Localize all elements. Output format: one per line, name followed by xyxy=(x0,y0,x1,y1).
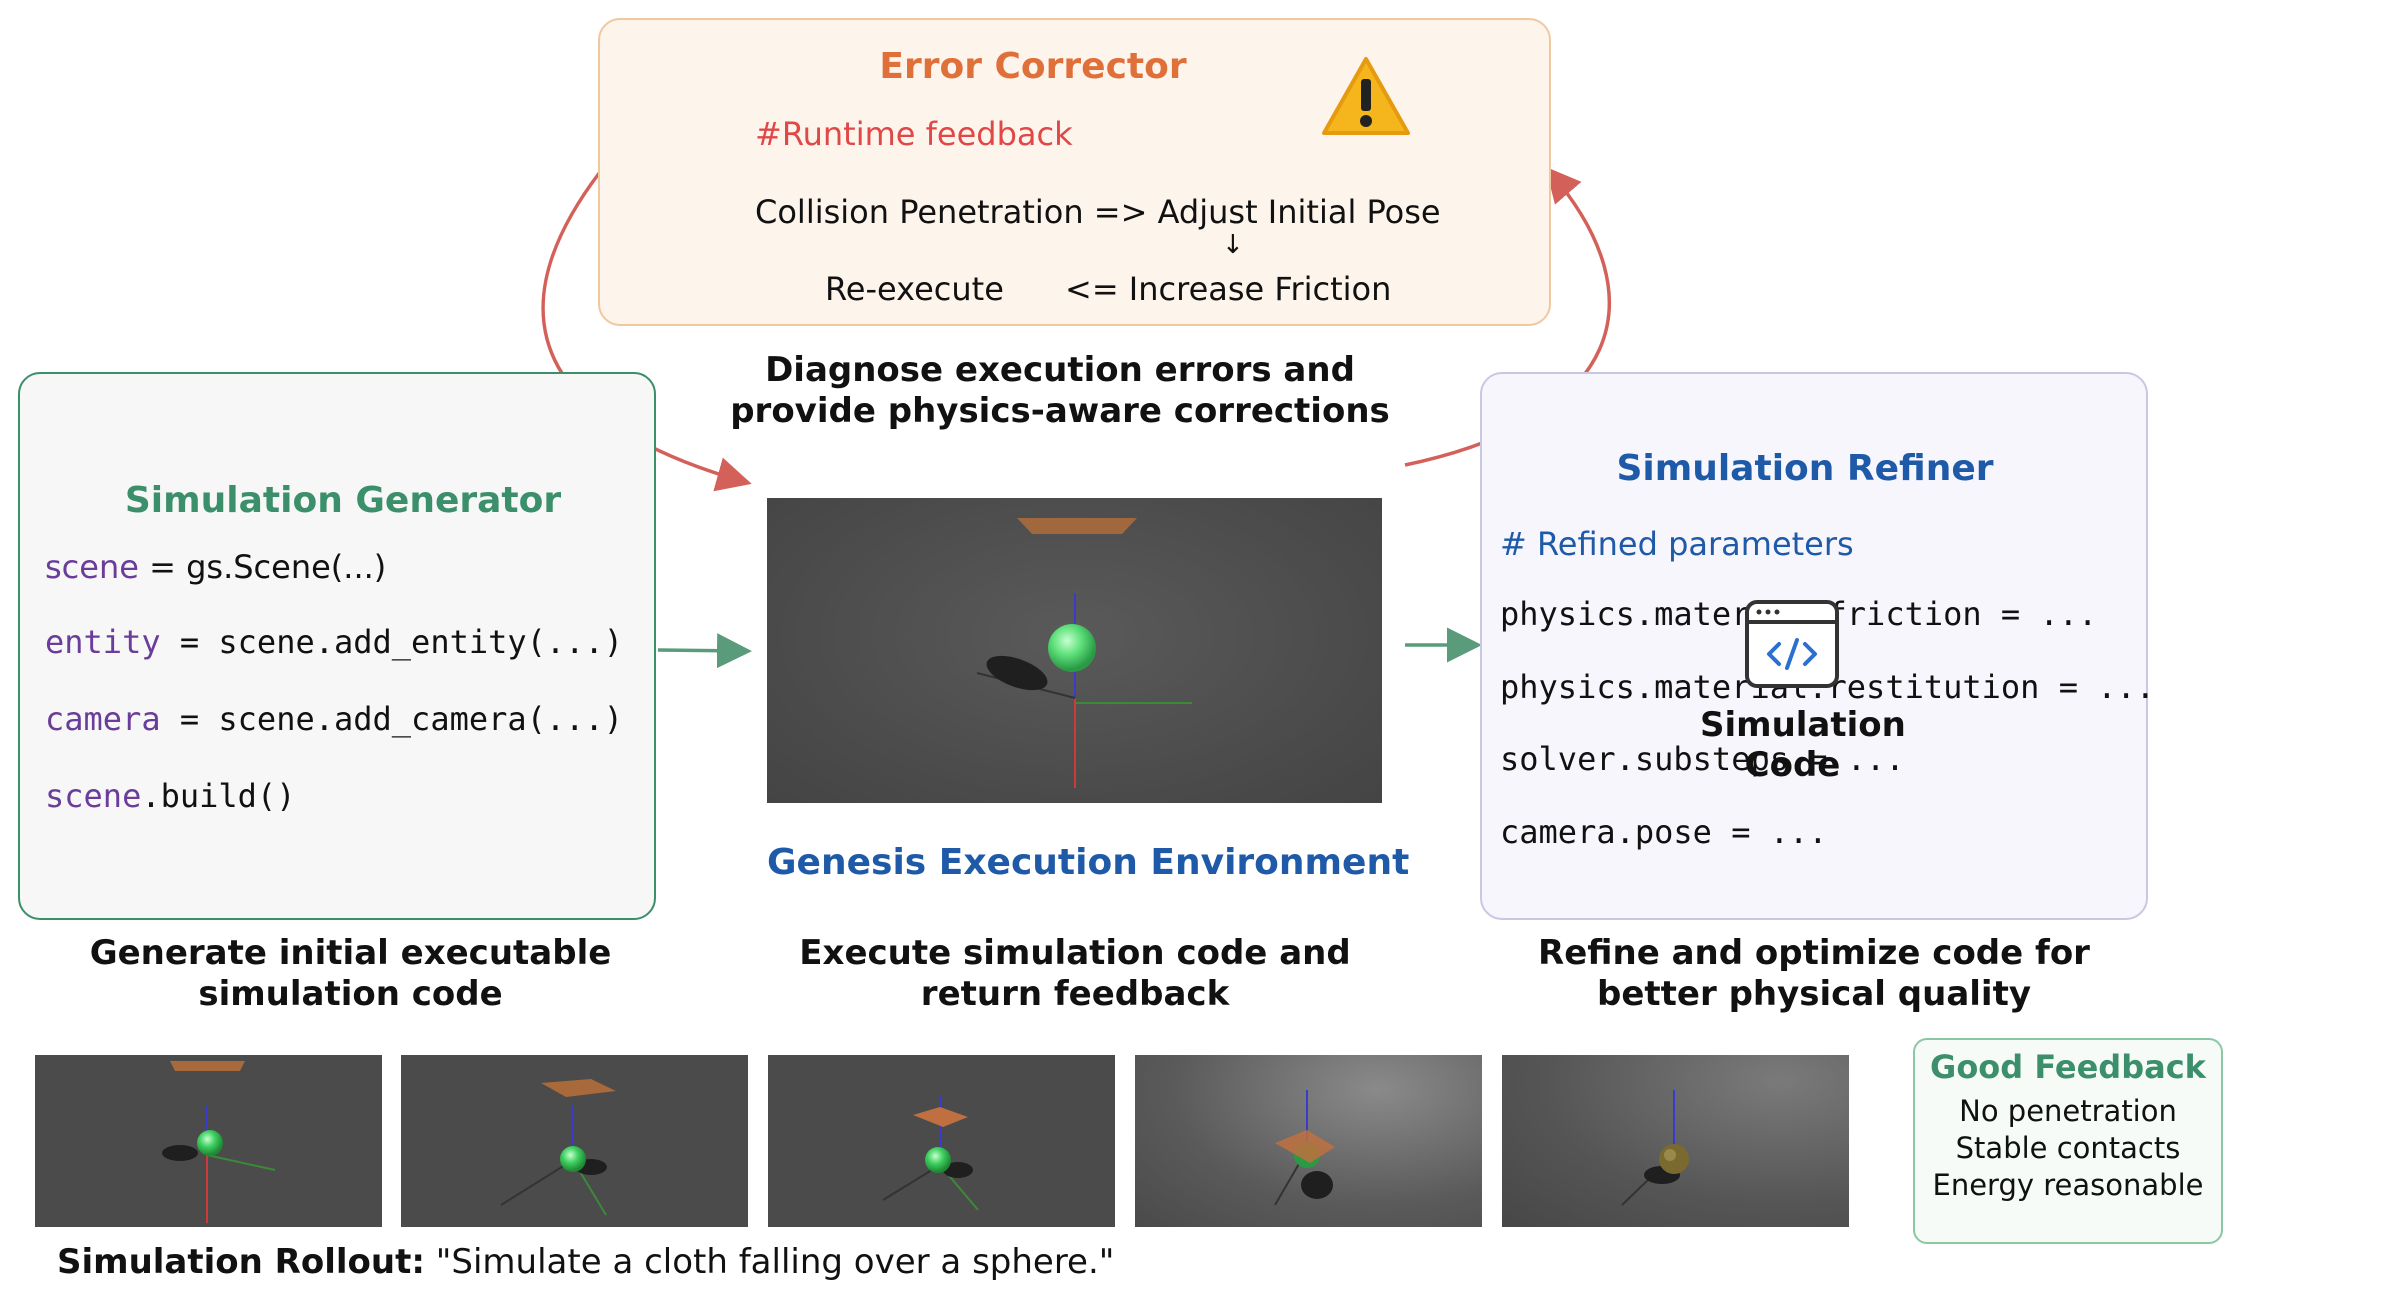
rollout-frame-4 xyxy=(1135,1055,1482,1227)
caption-line: Code xyxy=(1744,745,1841,785)
rollout-frame-2 xyxy=(401,1055,748,1227)
caption-line: simulation code xyxy=(198,974,503,1014)
refiner-caption: Refine and optimize code for better phys… xyxy=(1480,933,2148,1015)
caption-line: Execute simulation code and xyxy=(799,933,1351,973)
runtime-feedback-comment: #Runtime feedback xyxy=(755,115,1073,153)
rollout-prompt: "Simulate a cloth falling over a sphere.… xyxy=(435,1242,1115,1282)
code-rest: = scene.add_camera(...) xyxy=(160,700,623,738)
code-variable: camera xyxy=(45,700,161,738)
caption-line: Simulation xyxy=(1700,705,1906,745)
code-variable: scene xyxy=(45,777,142,815)
reexecute-label: Re-execute xyxy=(825,270,1004,308)
rollout-frame-1 xyxy=(35,1055,382,1227)
rollout-frame-5 xyxy=(1502,1055,1849,1227)
rollout-frame-3 xyxy=(768,1055,1115,1227)
error-corrector-title: Error Corrector xyxy=(879,46,1187,87)
code-rest: .build() xyxy=(141,777,296,815)
code-variable: entity xyxy=(45,623,161,661)
error-corrector-box xyxy=(598,18,1551,326)
good-feedback-item: Stable contacts xyxy=(1955,1131,2181,1165)
refiner-code-line: camera.pose = ... xyxy=(1500,813,1828,851)
error-corrector-caption: Diagnose execution errors and provide ph… xyxy=(600,350,1520,432)
code-line: entity = scene.add_entity(...) xyxy=(45,623,623,661)
feedback-arrow-left xyxy=(541,170,752,492)
rollout-label: Simulation Rollout: xyxy=(57,1242,425,1282)
code-line: scene.build() xyxy=(45,777,295,815)
code-rest: = gs.Scene(...) xyxy=(138,548,387,586)
generator-caption: Generate initial executable simulation c… xyxy=(18,933,683,1015)
good-feedback-item: Energy reasonable xyxy=(1932,1168,2204,1202)
code-variable: scene xyxy=(45,548,139,586)
sim-scene xyxy=(976,518,1192,788)
genesis-viewport xyxy=(767,498,1382,803)
good-feedback-title: Good Feedback xyxy=(1930,1048,2206,1086)
environment-caption: Execute simulation code and return feedb… xyxy=(780,933,1370,1015)
rollout-caption: Simulation Rollout: "Simulate a cloth fa… xyxy=(57,1242,1114,1282)
refined-parameters-comment: # Refined parameters xyxy=(1500,525,1854,563)
caption-line: return feedback xyxy=(920,974,1230,1014)
code-rest: = scene.add_entity(...) xyxy=(160,623,623,661)
refiner-code-line: solver.substeps = ... xyxy=(1500,740,1905,778)
arrow-generator-to-env xyxy=(657,633,752,669)
increase-friction-label: <= Increase Friction xyxy=(1065,270,1392,308)
simulation-code-label: Simulation Code xyxy=(1700,705,1906,785)
caption-line: Diagnose execution errors and xyxy=(765,350,1355,390)
simulation-generator-box xyxy=(18,372,656,920)
caption-line: Refine and optimize code for xyxy=(1538,933,2090,973)
caption-line: provide physics-aware corrections xyxy=(730,391,1390,431)
code-line: scene = gs.Scene(...) xyxy=(45,548,386,586)
caption-line: Generate initial executable xyxy=(89,933,612,973)
code-line: camera = scene.add_camera(...) xyxy=(45,700,623,738)
warning-icon xyxy=(1322,57,1410,135)
collision-line: Collision Penetration => Adjust Initial … xyxy=(755,193,1441,231)
good-feedback-box xyxy=(1913,1038,2223,1244)
caption-line: better physical quality xyxy=(1597,974,2031,1014)
code-window-icon xyxy=(1745,600,1839,688)
environment-title: Genesis Execution Environment xyxy=(767,842,1410,883)
refiner-title: Simulation Refiner xyxy=(1616,448,1994,489)
good-feedback-item: No penetration xyxy=(1959,1094,2177,1128)
down-arrow: ↓ xyxy=(1222,230,1244,260)
generator-title: Simulation Generator xyxy=(124,480,562,521)
